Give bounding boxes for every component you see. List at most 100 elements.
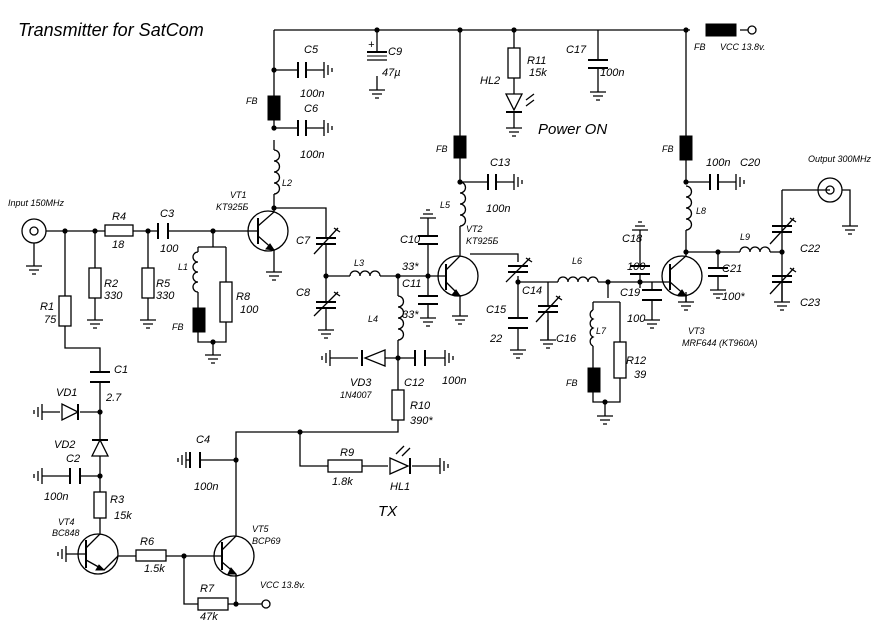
c17-value: 100n [600, 67, 624, 79]
diode-vd2 [90, 438, 110, 457]
r7-label: R7 [200, 583, 215, 595]
r12-value: 39 [634, 369, 646, 381]
c2-value: 100n [44, 491, 68, 503]
c20-value: 100n [706, 157, 730, 169]
c2-label: C2 [66, 453, 80, 465]
r4-label: R4 [112, 211, 126, 223]
c15-label: C15 [486, 304, 507, 316]
led-hl1 [389, 445, 411, 476]
c12-value: 100n [442, 375, 466, 387]
vcc-bottom-label: VCC 13.8v. [260, 580, 305, 590]
r11-value: 15k [529, 67, 547, 79]
fb-label-3: FB [436, 144, 448, 154]
c18-value: 100 [627, 261, 646, 273]
c11-label: C11 [402, 278, 421, 290]
r10-label: R10 [410, 400, 431, 412]
c5-label: C5 [304, 44, 319, 56]
c5-value: 100n [300, 88, 324, 100]
c8-label: C8 [296, 287, 311, 299]
vd2-label: VD2 [54, 439, 75, 451]
r6-label: R6 [140, 536, 155, 548]
r4-value: 18 [112, 239, 125, 251]
vt1-type: KT925Б [216, 202, 249, 212]
r5-label: R5 [156, 278, 171, 290]
r5-value: 330 [156, 290, 175, 302]
output-label: Output 300MHz [808, 154, 872, 164]
r8-label: R8 [236, 291, 251, 303]
l9-label: L9 [740, 232, 750, 242]
trimmer-capacitors [313, 217, 797, 349]
r12-label: R12 [626, 355, 646, 367]
diode-vd1 [61, 402, 80, 422]
c21-value: 100* [722, 291, 745, 303]
tx-label: TX [378, 503, 398, 520]
vt4-label: VT4 [58, 517, 75, 527]
c17-label: C17 [566, 44, 587, 56]
c6-label: C6 [304, 103, 319, 115]
r1-value: 75 [44, 314, 57, 326]
inductors [192, 149, 771, 347]
c22-label: C22 [800, 243, 820, 255]
c10-value: 33* [402, 261, 419, 273]
vt1-label: VT1 [230, 190, 247, 200]
hl1-label: HL1 [390, 481, 410, 493]
fb-label-2: FB [172, 322, 184, 332]
fb-label-4: FB [566, 378, 578, 388]
l7-label: L7 [596, 326, 607, 336]
diode-vd3 [361, 349, 386, 367]
junctions [62, 27, 785, 607]
c6-value: 100n [300, 149, 324, 161]
ground-symbols [87, 319, 613, 425]
c10-label: C10 [400, 234, 421, 246]
transistor-vt4 [57, 532, 119, 575]
vcc-top-terminal [747, 25, 757, 35]
c7-label: C7 [296, 235, 311, 247]
hl2-label: HL2 [480, 75, 500, 87]
r10-value: 390* [410, 415, 433, 427]
vd1-label: VD1 [56, 387, 77, 399]
c11-value: 33* [402, 309, 419, 321]
l8-label: L8 [696, 206, 706, 216]
c19-label: C19 [620, 287, 640, 299]
c13-value: 100n [486, 203, 510, 215]
l2-label: L2 [282, 178, 292, 188]
power-on-label: Power ON [538, 121, 607, 138]
r6-value: 1.5k [144, 563, 165, 575]
transistor-vt1 [247, 208, 289, 281]
input-connector [21, 218, 47, 275]
wiring [42, 29, 830, 605]
ferrite-beads [192, 23, 737, 393]
c21-label: C21 [722, 263, 742, 275]
c14-label: C14 [522, 285, 542, 297]
c4-value: 100n [194, 481, 218, 493]
r2-label: R2 [104, 278, 118, 290]
vd3-label: VD3 [350, 377, 372, 389]
vd3-type: 1N4007 [340, 390, 373, 400]
r9-value: 1.8k [332, 476, 353, 488]
r2-value: 330 [104, 290, 123, 302]
c3-label: C3 [160, 208, 175, 220]
c15-value: 22 [489, 333, 502, 345]
c19-value: 100 [627, 313, 646, 325]
transistor-vt5 [213, 535, 255, 577]
l6-label: L6 [572, 256, 582, 266]
c4-label: C4 [196, 434, 210, 446]
led-hl2 [504, 93, 535, 137]
c20-label: C20 [740, 157, 761, 169]
c23-label: C23 [800, 297, 821, 309]
r11-label: R11 [527, 55, 546, 67]
c9-value: 47µ [382, 67, 401, 79]
c13-label: C13 [490, 157, 511, 169]
vt4-type: BC848 [52, 528, 80, 538]
transistor-vt2 [434, 254, 479, 325]
r8-value: 100 [240, 304, 259, 316]
r3-label: R3 [110, 494, 125, 506]
fb-label-6: FB [694, 42, 706, 52]
vcc-bottom-terminal [261, 599, 271, 609]
input-label: Input 150MHz [8, 198, 65, 208]
l1-label: L1 [178, 262, 188, 272]
resistors [58, 47, 627, 611]
r3-value: 15k [114, 510, 132, 522]
